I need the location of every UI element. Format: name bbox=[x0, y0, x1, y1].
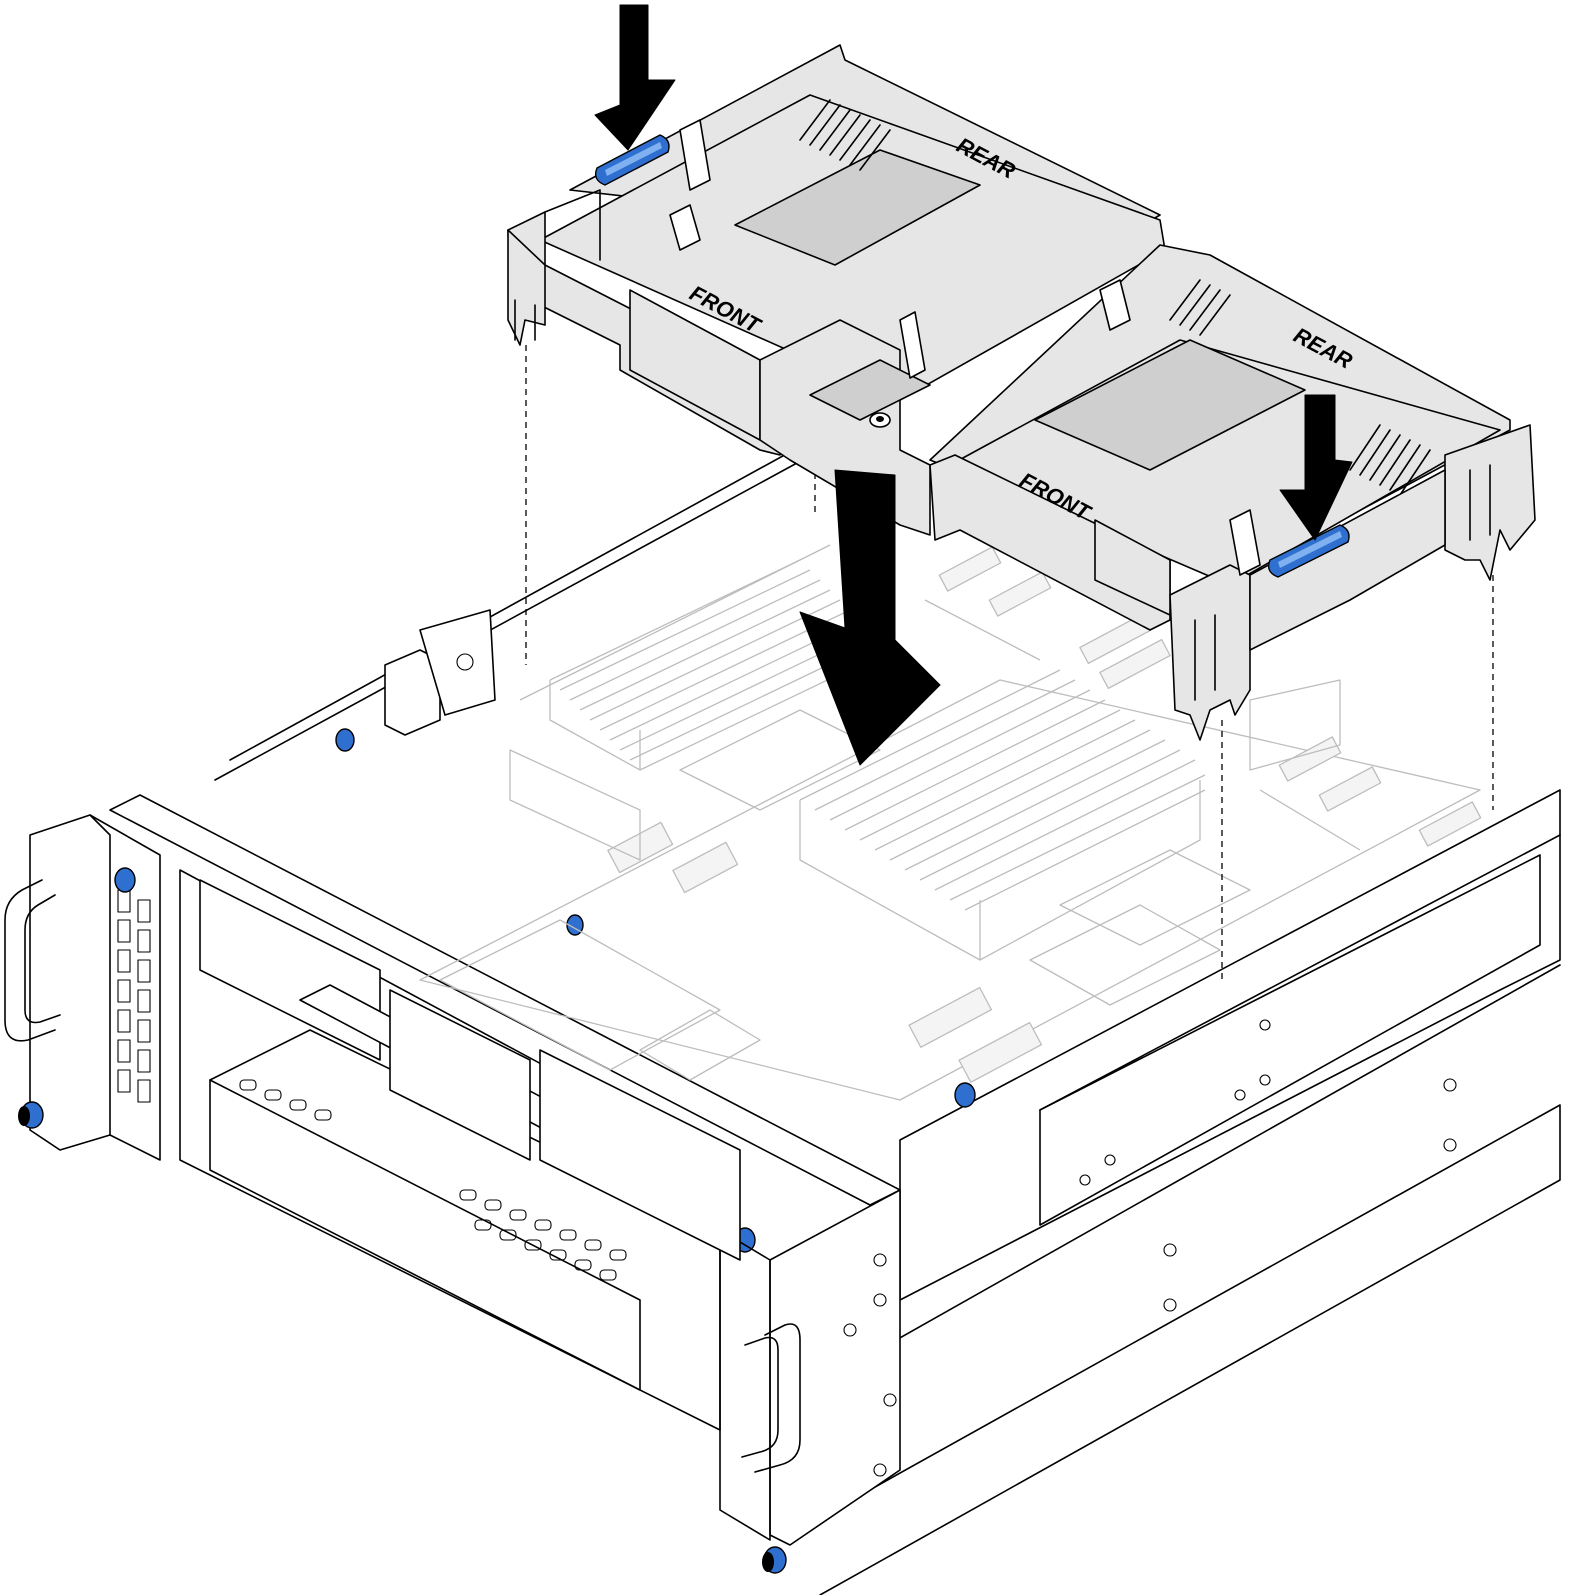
down-arrow-icon bbox=[799, 469, 941, 766]
thumbscrew-front-right bbox=[762, 1546, 787, 1574]
air-baffle-2: REAR FRONT bbox=[929, 244, 1536, 741]
blue-touch-point-1 bbox=[594, 134, 670, 186]
server-chassis bbox=[4, 429, 1561, 1595]
air-baffle-1: REAR FRONT bbox=[507, 44, 1166, 536]
thumbscrew-front-left bbox=[18, 1101, 44, 1129]
blue-touch-point-2 bbox=[1267, 524, 1350, 578]
down-arrow-icon bbox=[594, 4, 676, 151]
down-arrow-icon bbox=[1279, 394, 1353, 541]
thumbscrew-left-top bbox=[114, 867, 136, 893]
